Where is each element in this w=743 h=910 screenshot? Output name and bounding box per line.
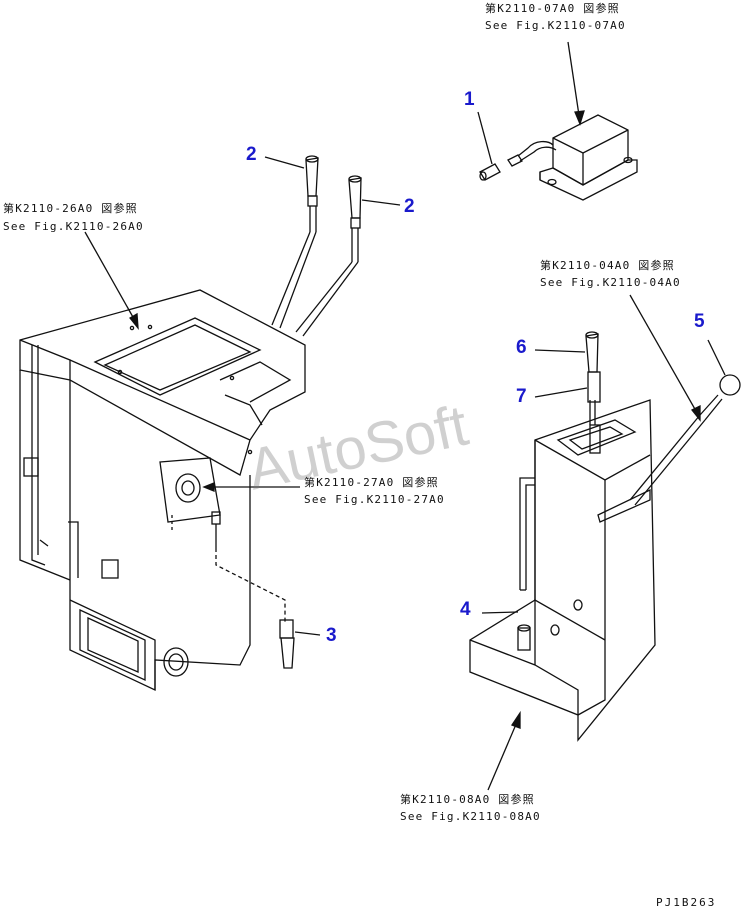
callout-1: 1 [464,89,475,110]
leader-1 [477,111,493,165]
leader-2b [361,199,401,206]
leader-26a0 [84,231,139,327]
callout-7: 7 [516,386,527,407]
arrow-08a0 [511,710,521,729]
arrow-26a0 [129,312,139,331]
left-console-drawing [19,289,306,692]
callout-3: 3 [326,625,337,646]
ref-k2110-07a0-en: See Fig.K2110-07A0 [485,19,626,32]
callout-2-right: 2 [404,196,415,217]
ref-k2110-04a0-jp: 第K2110-04A0 図参照 [540,259,675,272]
callout-2-left: 2 [246,144,257,165]
leader-2a [264,156,305,169]
ref-k2110-27a0-jp: 第K2110-27A0 図参照 [304,476,439,489]
arrow-04a0 [690,404,701,422]
leader-04a0 [629,294,701,419]
drawing-code: PJ1B263 [656,896,717,909]
lever-knobs-drawing [271,155,362,337]
ref-k2110-08a0-en: See Fig.K2110-08A0 [400,810,541,823]
right-console-drawing [469,331,741,742]
controller-box-drawing [479,114,638,201]
callout-5: 5 [694,311,705,332]
arrow-07a0 [574,110,585,126]
ref-k2110-04a0-en: See Fig.K2110-04A0 [540,276,681,289]
ref-k2110-27a0-en: See Fig.K2110-27A0 [304,493,445,506]
leader-6 [534,349,586,353]
leader-5 [707,339,726,376]
leader-7 [534,387,588,398]
ref-k2110-07a0-jp: 第K2110-07A0 図参照 [485,2,620,15]
ref-k2110-26a0-jp: 第K2110-26A0 図参照 [3,202,138,215]
leader-3 [294,631,321,636]
ref-k2110-26a0-en: See Fig.K2110-26A0 [3,220,144,233]
connector-3-drawing [279,619,295,669]
callout-6: 6 [516,337,527,358]
leader-08a0 [487,714,521,791]
callout-4: 4 [460,599,471,620]
ref-k2110-08a0-jp: 第K2110-08A0 図参照 [400,793,535,806]
arrow-27a0 [202,482,215,492]
leader-07a0 [567,41,581,123]
leader-4 [481,611,519,614]
